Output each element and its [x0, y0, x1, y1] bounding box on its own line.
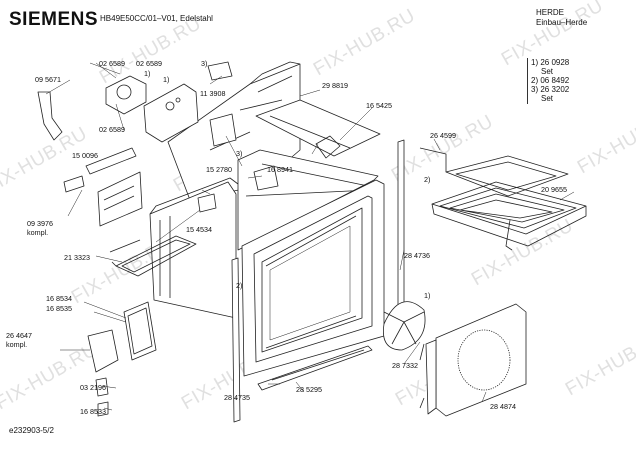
fan-motor [105, 75, 147, 115]
part-label: kompl. [6, 340, 28, 349]
oven-side-panel [149, 181, 237, 319]
callout-label: 2) [236, 281, 243, 290]
part-label: 09 5671 [35, 75, 61, 84]
connector-block [207, 61, 233, 81]
part-label: 26 4647 [6, 331, 32, 340]
part-label: kompl. [27, 228, 49, 237]
part-label: 21 3323 [64, 253, 90, 262]
callout-label: 1) [163, 75, 170, 84]
side-strip-left [231, 257, 241, 423]
lamp-cover [87, 329, 119, 373]
small-fan [315, 135, 341, 159]
transformer [209, 113, 237, 147]
thermostat [253, 165, 279, 191]
part-label: 16 8535 [46, 304, 72, 313]
side-strip-right [397, 139, 405, 317]
lamp-seal [123, 301, 157, 361]
part-label: 15 2780 [206, 165, 232, 174]
part-label: 16 8941 [267, 165, 293, 174]
part-label: 29 8819 [322, 81, 348, 90]
legend-divider [527, 58, 528, 104]
front-frame-inner [253, 195, 373, 363]
oven-cavity-opening [261, 207, 363, 353]
front-frame-outer [241, 179, 385, 377]
part-label: 03 2196 [80, 383, 106, 392]
legend-note-3: 3) 26 3202 [531, 85, 570, 94]
part-label: 15 4534 [186, 225, 212, 234]
part-label: 09 3976 [27, 219, 53, 228]
part-label: 28 5295 [296, 385, 322, 394]
switch-plate [143, 83, 199, 143]
part-label: 16 8533 [80, 407, 106, 416]
legend-note-1: 1) 26 0928 [531, 58, 570, 67]
duct-panel [255, 99, 381, 157]
upper-heater-element [445, 155, 569, 197]
part-label: 28 4874 [490, 402, 516, 411]
lamp-fixture [197, 193, 217, 213]
part-label: 15 0096 [72, 151, 98, 160]
callout-label: 1) [144, 69, 151, 78]
part-label: 16 8534 [46, 294, 72, 303]
lamp-bulb [95, 377, 109, 397]
elbow-hose [37, 91, 63, 141]
callout-label: 2) [424, 175, 431, 184]
callout-label: 3) [201, 59, 208, 68]
part-label: 02 6589 [136, 59, 162, 68]
part-label: 28 7332 [392, 361, 418, 370]
lamp-base [97, 401, 109, 417]
part-label: 20 9655 [541, 185, 567, 194]
control-bracket [97, 171, 143, 227]
part-label: 02 6589 [99, 125, 125, 134]
terminal-block [63, 175, 85, 193]
footnote-legend: 1) 26 0928 Set 2) 06 8492 3) 26 3202 Set [527, 58, 631, 104]
callout-label: 3) [236, 149, 243, 158]
part-label: 28 4736 [404, 251, 430, 260]
part-label: 16 5425 [366, 101, 392, 110]
lower-heater-element [115, 235, 197, 277]
socket-bar [85, 147, 137, 175]
legend-note-3-set: Set [541, 94, 554, 103]
legend-note-2: 2) 06 8492 [531, 76, 570, 85]
part-label: 02 6589 [99, 59, 125, 68]
part-label: 26 4599 [430, 131, 456, 140]
category-line1: HERDE [536, 8, 565, 17]
document-id: e232903-5/2 [9, 426, 54, 435]
part-label: 11 3908 [200, 89, 226, 98]
callout-label: 1) [424, 291, 431, 300]
fan-wheel [383, 301, 426, 351]
rear-fan-cover [435, 303, 527, 417]
brand-logo: SIEMENS [9, 9, 99, 30]
part-label: 28 4735 [224, 393, 250, 402]
model-title: HB49E50CC/01–V01, Edelstahl [100, 14, 213, 23]
category-line2: Einbau–Herde [536, 18, 588, 27]
legend-note-1-set: Set [541, 67, 554, 76]
